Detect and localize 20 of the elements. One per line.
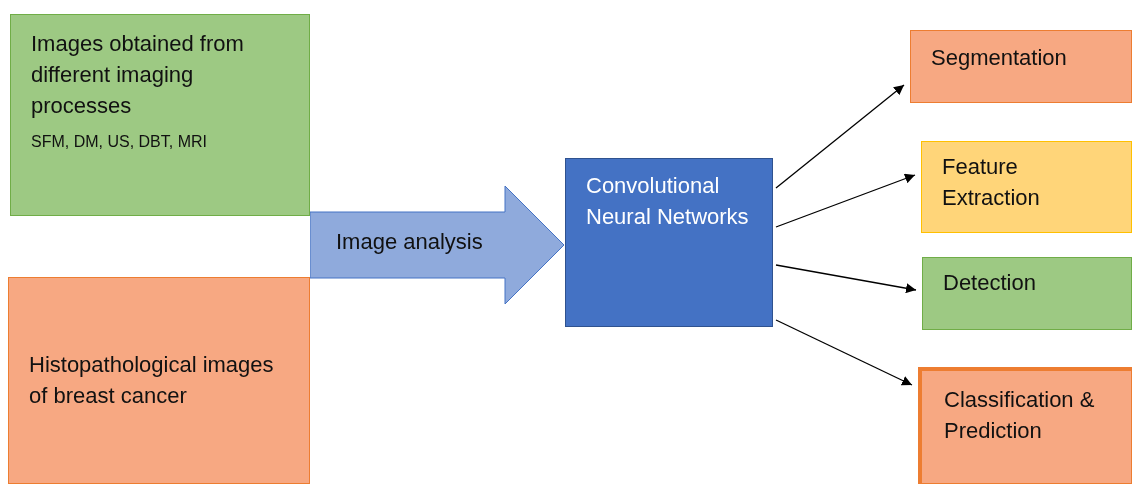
arrow <box>775 173 916 228</box>
text-box <box>910 30 1132 103</box>
box-title: Classification & Prediction <box>944 386 1096 445</box>
box-title: Convolutional Neural Networks <box>586 172 750 231</box>
arrow <box>775 319 913 386</box>
text-box <box>10 14 310 216</box>
box-title: Histopathological images of breast cancer <box>29 350 275 410</box>
arrow <box>775 264 917 294</box>
process-box <box>565 158 773 327</box>
box-note: SFM, DM, US, DBT, MRI <box>31 132 208 153</box>
box-title: Feature Extraction <box>942 153 1041 212</box>
text-box <box>8 277 310 484</box>
box-title: Detection <box>943 269 1037 297</box>
arrow-label: Image analysis <box>336 229 483 255</box>
box-title: Segmentation <box>931 44 1068 72</box>
box-title: Images obtained from different imaging processes <box>31 30 245 120</box>
text-box <box>918 367 1132 484</box>
text-box <box>922 257 1132 330</box>
arrow <box>775 84 905 189</box>
text-box <box>921 141 1132 233</box>
